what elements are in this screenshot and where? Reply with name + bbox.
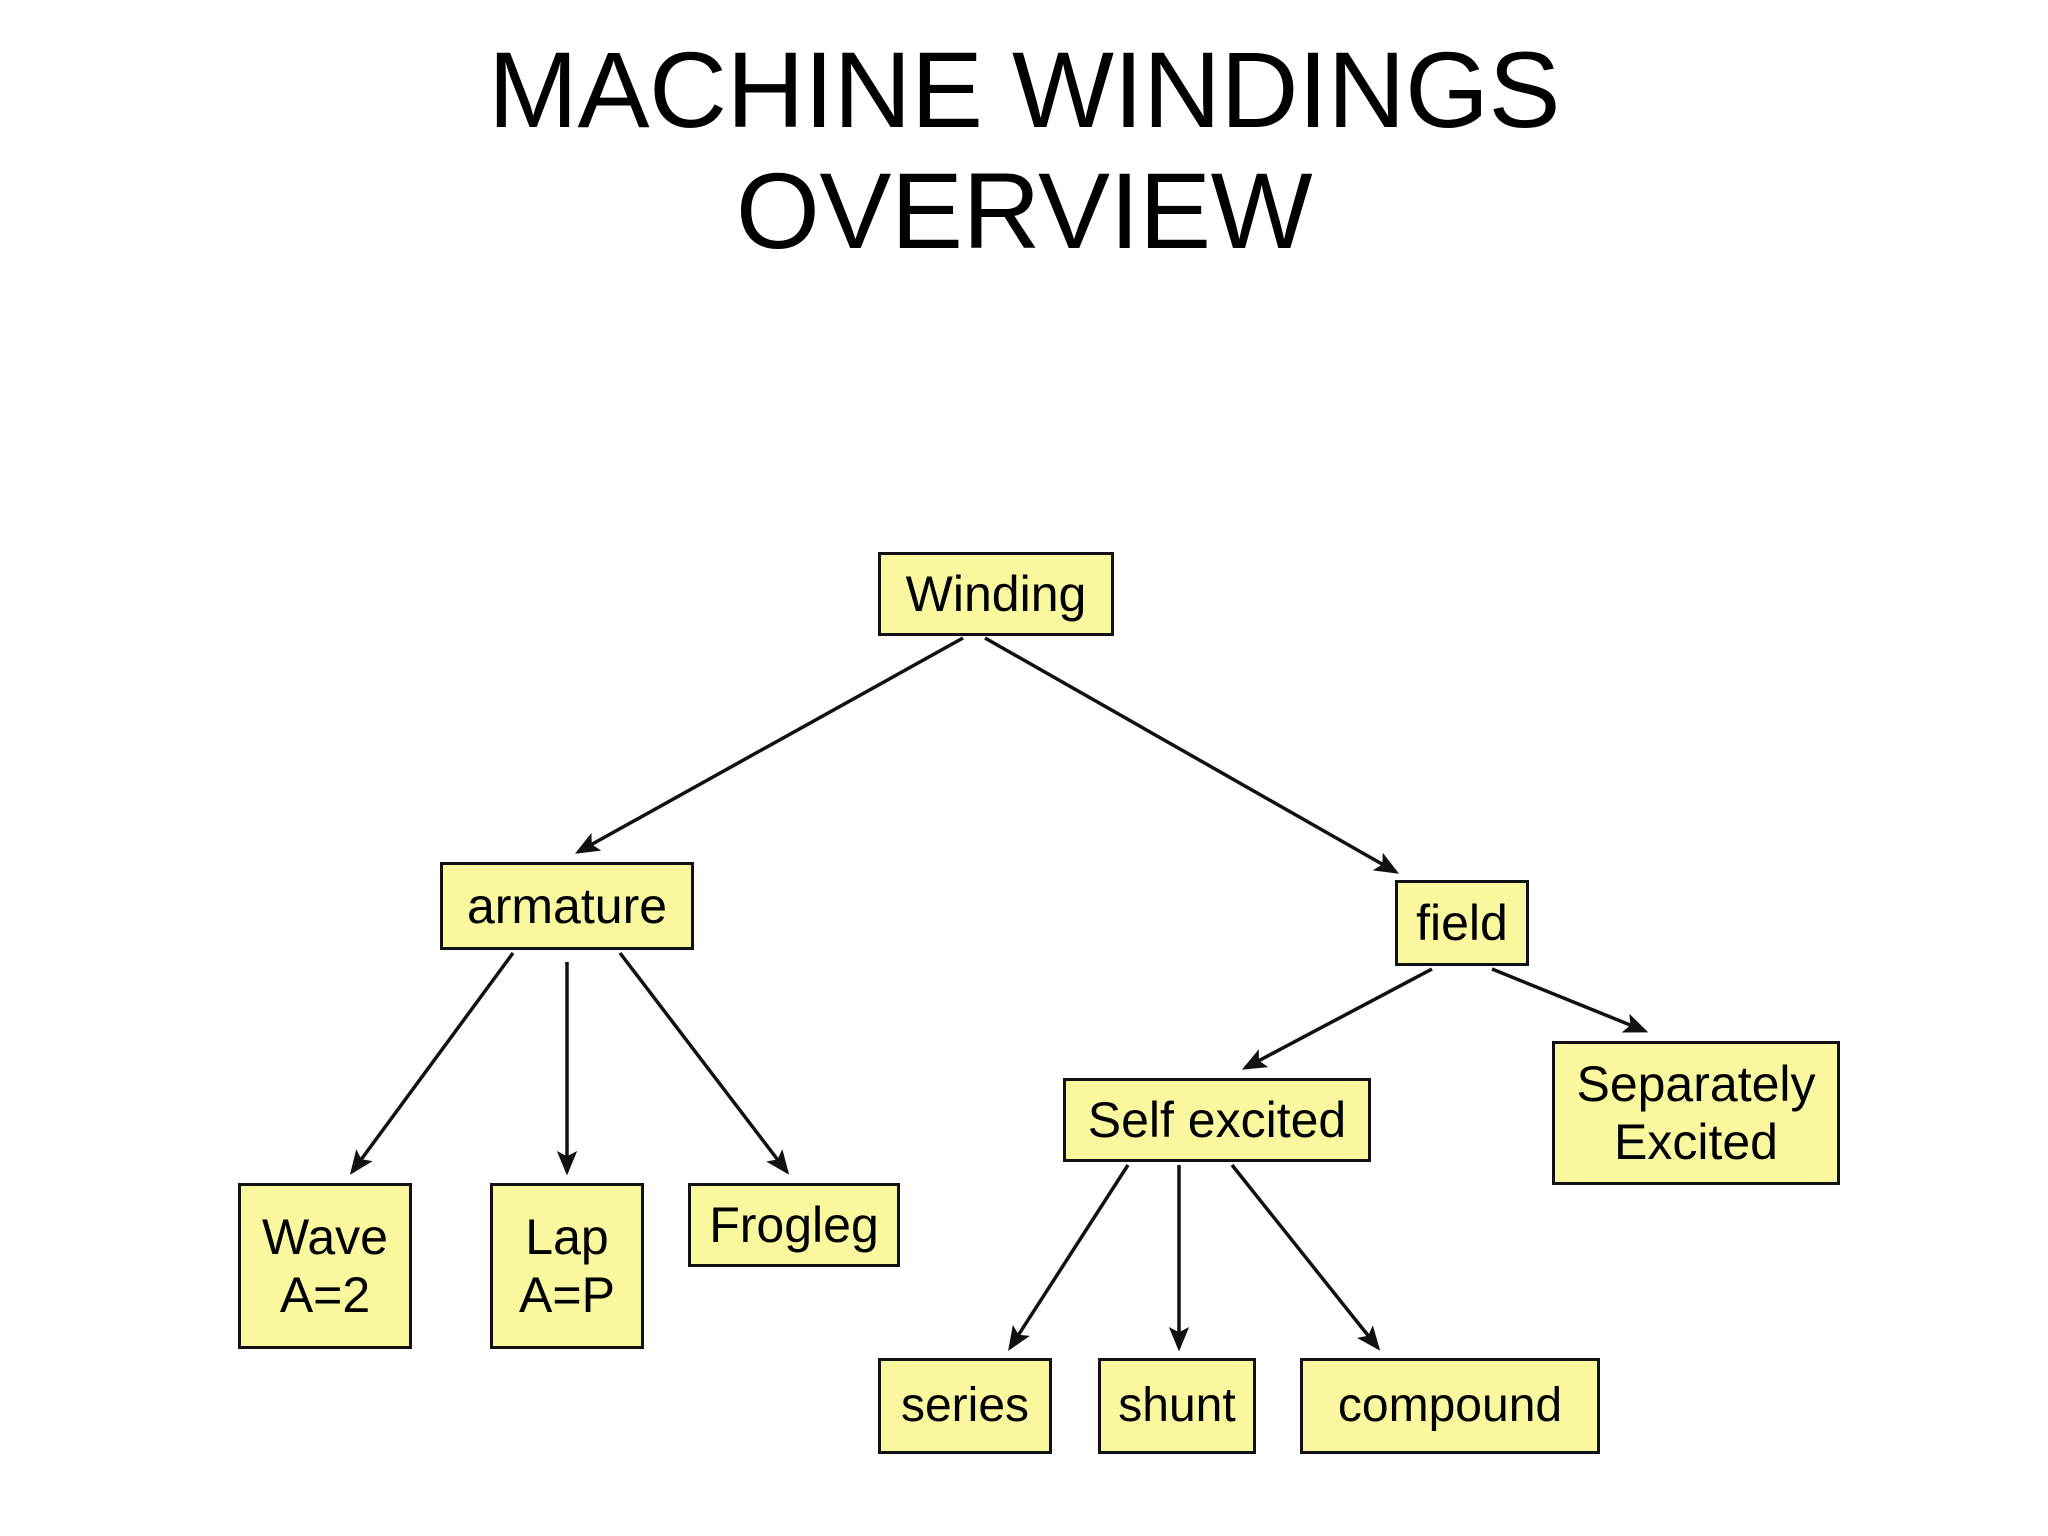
edge-armature-frogleg	[618, 951, 790, 1175]
edge-armature-wave	[349, 951, 515, 1175]
node-series[interactable]: series	[878, 1358, 1052, 1454]
node-separately-excited[interactable]: Separately Excited	[1552, 1041, 1840, 1185]
edge-winding-field	[984, 636, 1400, 874]
edge-selfexcited-compound	[1230, 1163, 1381, 1351]
node-frogleg[interactable]: Frogleg	[688, 1183, 900, 1267]
edge-winding-armature	[574, 636, 964, 854]
node-self-excited[interactable]: Self excited	[1063, 1078, 1371, 1162]
node-compound[interactable]: compound	[1300, 1358, 1600, 1454]
node-armature[interactable]: armature	[440, 862, 694, 950]
page-title: MACHINE WINDINGS OVERVIEW	[488, 29, 1561, 271]
edge-selfexcited-series	[1008, 1164, 1130, 1351]
node-field[interactable]: field	[1395, 880, 1529, 966]
node-lap[interactable]: Lap A=P	[490, 1183, 644, 1349]
node-wave[interactable]: Wave A=2	[238, 1183, 412, 1349]
edge-field-selfexcited	[1241, 967, 1433, 1070]
node-winding[interactable]: Winding	[878, 552, 1114, 636]
node-shunt[interactable]: shunt	[1098, 1358, 1256, 1454]
edge-field-separatelyexcited	[1491, 967, 1649, 1033]
